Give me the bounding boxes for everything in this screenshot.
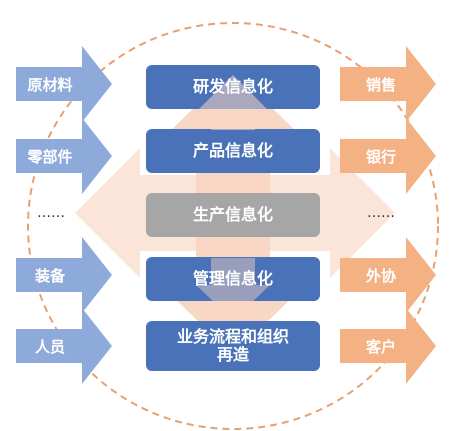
input-label-ellipsis: …… — [37, 205, 65, 221]
box-label-process: 业务流程和组织 再造 — [176, 327, 289, 364]
box-process — [146, 321, 320, 371]
box-production — [146, 193, 320, 237]
output-arrows — [340, 46, 436, 384]
box-label-rd: 研发信息化 — [192, 77, 273, 96]
box-management — [146, 257, 320, 301]
box-label-production: 生产信息化 — [192, 205, 273, 224]
output-label-ellipsis: …… — [367, 205, 395, 221]
box-label-management: 管理信息化 — [192, 269, 273, 288]
input-arrows — [16, 46, 112, 384]
input-label-raw-materials: 原材料 — [27, 75, 73, 94]
box-label-product: 产品信息化 — [192, 141, 273, 160]
input-arrow — [16, 237, 112, 313]
output-label-customer: 客户 — [365, 337, 396, 356]
output-label-outsourcing: 外协 — [365, 266, 396, 285]
output-arrow — [340, 308, 436, 384]
output-arrow — [340, 118, 436, 194]
input-label-parts: 零部件 — [27, 147, 73, 166]
input-arrow — [16, 118, 112, 194]
input-label-personnel: 人员 — [34, 337, 65, 356]
input-label-equipment: 装备 — [34, 266, 65, 285]
box-product — [146, 129, 320, 173]
output-label-bank: 银行 — [365, 147, 396, 166]
input-arrow — [16, 308, 112, 384]
overlay-arrow-down — [196, 258, 270, 320]
output-arrow — [340, 237, 436, 313]
input-arrow — [16, 46, 112, 122]
output-arrow — [340, 46, 436, 122]
dashed-circle — [27, 22, 439, 430]
output-label-sales: 销售 — [365, 75, 396, 94]
overlay-arrow-up — [196, 75, 270, 130]
